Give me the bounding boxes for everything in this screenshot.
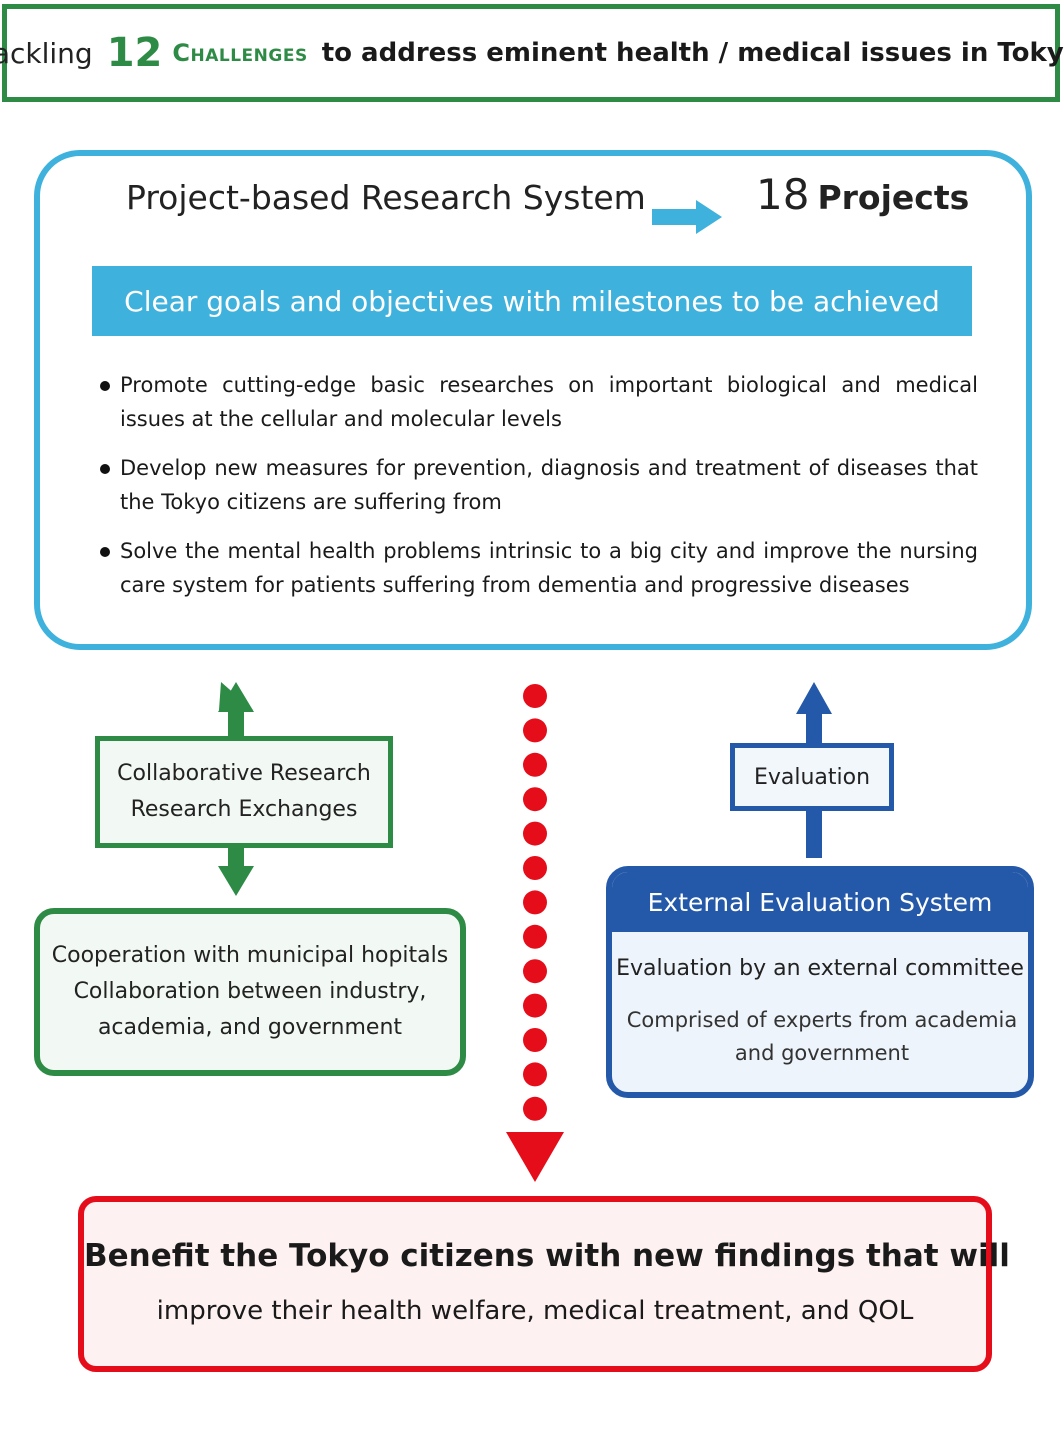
benefit-subtitle: improve their health welfare, medical tr…: [156, 1296, 914, 1326]
cooperation-box: Cooperation with municipal hopitals Coll…: [34, 908, 466, 1076]
red-dot: [523, 752, 547, 777]
projects-number: 18: [756, 170, 810, 219]
red-dot: [523, 924, 547, 949]
red-arrowhead-icon: [506, 1132, 564, 1182]
red-dot: [523, 1028, 547, 1052]
list-item: Solve the mental health problems intrins…: [98, 534, 978, 602]
goals-bar: Clear goals and objectives with mileston…: [92, 266, 972, 336]
bullet-text: Develop new measures for prevention, dia…: [120, 456, 978, 514]
benefit-title: Benefit the Tokyo citizens with new find…: [84, 1238, 1010, 1274]
bullet-text: Promote cutting-edge basic researches on…: [120, 373, 978, 431]
header-prefix: Tackling: [0, 36, 93, 70]
red-dot: [523, 959, 547, 984]
collaboration-line: Research Exchanges: [130, 797, 358, 822]
red-dot: [523, 718, 547, 743]
external-experts-text: Comprised of experts from academia and g…: [626, 1008, 1018, 1065]
green-double-arrow-icon: [218, 682, 254, 896]
collaboration-line: Collaborative Research: [117, 761, 371, 786]
right-arrow-icon: [652, 200, 722, 234]
evaluation-box: Evaluation: [730, 743, 894, 811]
system-title: Project-based Research System: [126, 178, 646, 217]
bullet-icon: [100, 464, 110, 474]
blue-up-arrow-icon: [796, 682, 832, 858]
benefit-box: Benefit the Tokyo citizens with new find…: [78, 1196, 1010, 1372]
header-suffix: to address eminent health / medical issu…: [321, 38, 1064, 68]
bullet-icon: [100, 381, 110, 391]
challenges-label: Challenges: [172, 39, 308, 67]
bullet-icon: [100, 547, 110, 557]
list-item: Promote cutting-edge basic researches on…: [98, 368, 978, 436]
red-dot: [523, 993, 547, 1018]
bullet-text: Solve the mental health problems intrins…: [120, 539, 978, 597]
list-item: Develop new measures for prevention, dia…: [98, 451, 978, 519]
external-evaluation-box: External Evaluation System Evaluation by…: [606, 866, 1034, 1098]
red-dot: [523, 1096, 547, 1121]
cooperation-line: Collaboration between industry,: [73, 979, 427, 1004]
external-committee-text: Evaluation by an external committee: [616, 956, 1024, 981]
projects-label: Projects: [817, 178, 970, 217]
collaboration-box: Collaborative Research Research Exchange…: [95, 736, 393, 848]
challenge-count: 12: [106, 30, 163, 76]
red-dotted-arrow-icon: [523, 684, 547, 1121]
cooperation-line: Cooperation with municipal hopitals: [51, 943, 449, 968]
header-banner: Tackling 12 Challenges to address eminen…: [0, 4, 1064, 102]
bullet-list: Promote cutting-edge basic researches on…: [98, 368, 978, 617]
red-dot: [523, 684, 547, 708]
red-dot: [523, 856, 547, 880]
external-evaluation-title: External Evaluation System: [612, 872, 1028, 932]
red-dot: [523, 1062, 547, 1087]
cooperation-line: academia, and government: [97, 1015, 403, 1040]
red-dot: [523, 787, 547, 812]
red-dot: [523, 890, 547, 915]
red-dot: [523, 821, 547, 846]
